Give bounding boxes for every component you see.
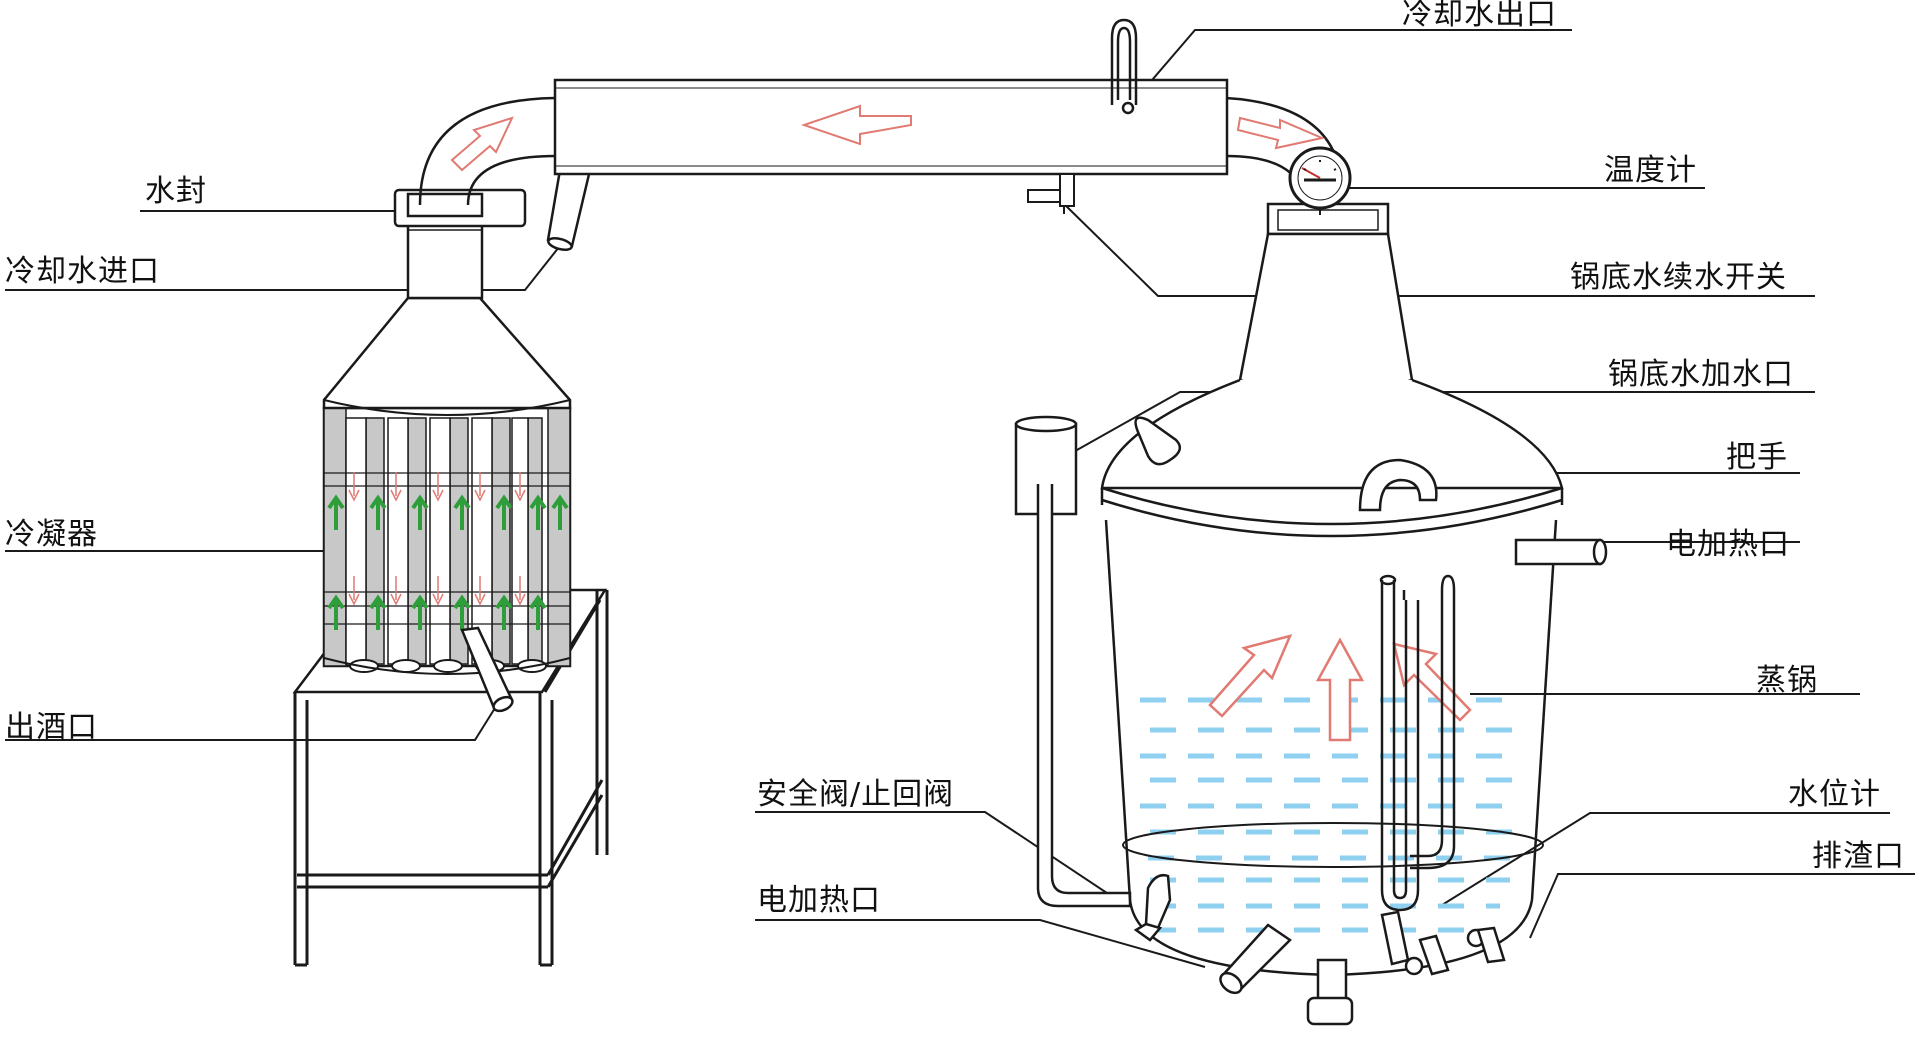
bottom-pipes bbox=[1133, 874, 1506, 1018]
label-water-seal: 水封 bbox=[145, 174, 207, 209]
label-thermometer: 温度计 bbox=[1604, 153, 1697, 188]
label-slag-outlet: 排渣口 bbox=[1812, 839, 1905, 874]
cooling-inlet-pipe bbox=[546, 168, 592, 251]
steam-arrows bbox=[1208, 634, 1472, 742]
label-cooling-water-inlet: 冷却水进口 bbox=[5, 254, 160, 289]
label-water-level-gauge: 水位计 bbox=[1788, 777, 1881, 812]
label-steam-pot: 蒸锅 bbox=[1756, 663, 1818, 698]
label-heater-port-bottom: 电加热口 bbox=[757, 883, 881, 918]
refill-valve bbox=[1027, 173, 1075, 214]
cooling-outlet-hook bbox=[1110, 18, 1138, 115]
label-heater-port-right: 电加热口 bbox=[1666, 527, 1790, 562]
label-liquor-outlet: 出酒口 bbox=[5, 710, 98, 745]
still-dome bbox=[1100, 232, 1564, 538]
water-seal bbox=[393, 188, 527, 228]
heater-port-right bbox=[1514, 538, 1608, 566]
label-condenser: 冷凝器 bbox=[5, 517, 98, 552]
label-safety-check-valve: 安全阀/止回阀 bbox=[757, 777, 955, 812]
vapor-flow-arrows bbox=[450, 104, 1326, 172]
stand bbox=[292, 588, 609, 967]
label-cooling-water-outlet: 冷却水出口 bbox=[1402, 0, 1557, 32]
label-bottom-water-fill-port: 锅底水加水口 bbox=[1608, 357, 1794, 392]
water-level-gauge bbox=[1379, 574, 1456, 912]
bottom-bracket bbox=[1306, 996, 1354, 1026]
liquor-outlet-pipe bbox=[460, 626, 514, 713]
label-handle: 把手 bbox=[1726, 440, 1788, 475]
fill-port bbox=[1014, 415, 1132, 908]
label-bottom-water-refill-switch: 锅底水续水开关 bbox=[1570, 260, 1787, 295]
leader-lines bbox=[5, 29, 1915, 968]
handles bbox=[1134, 416, 1438, 512]
thermometer bbox=[1266, 146, 1390, 236]
